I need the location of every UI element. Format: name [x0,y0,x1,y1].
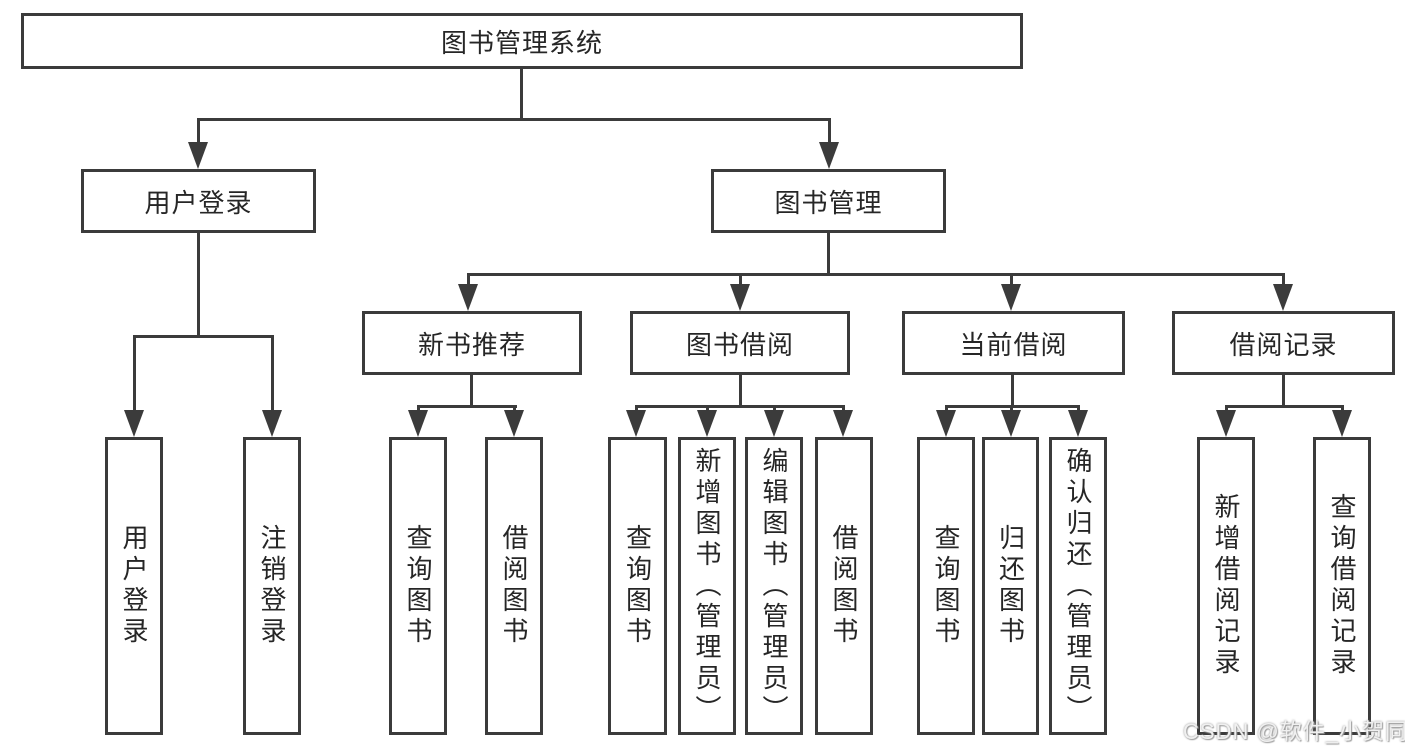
arrow-to-borrow-books-b [833,410,853,437]
connector-new-book-trunk [470,375,473,405]
arrow-to-confirm-return [1068,410,1088,437]
leaf-borrow-books-borrowing-label: 借阅图书 [829,524,859,648]
connector-drop-query-books-b [635,405,638,413]
leaf-add-borrow-record: 新增借阅记录 [1197,437,1255,735]
connector-drop-add-record [1225,405,1228,413]
connector-root-trunk [520,69,523,118]
arrow-to-borrow-books-a [504,410,524,437]
leaf-logout-login: 注销登录 [243,437,301,735]
leaf-query-books-borrowing: 查询图书 [608,437,667,735]
arrow-to-book-management [819,142,839,169]
node-library-system: 图书管理系统 [21,13,1023,69]
connector-drop-edit-books [773,405,776,413]
leaf-return-books: 归还图书 [982,437,1039,735]
arrow-to-book-borrowing [730,284,750,311]
connector-drop-book-borrowing [739,273,742,286]
node-new-book-recommendation-label: 新书推荐 [417,329,526,360]
connector-drop-query-books-a [417,405,420,413]
leaf-query-books-recommend-label: 查询图书 [403,524,433,648]
connector-drop-confirm-return [1077,405,1080,413]
connector-drop-query-record [1341,405,1344,413]
arrow-to-new-book [458,284,478,311]
node-library-system-label: 图书管理系统 [440,27,603,58]
connector-book-management-trunk [827,233,830,273]
leaf-logout-login-label: 注销登录 [257,524,287,648]
node-book-borrowing-label: 图书借阅 [685,329,794,360]
arrow-to-return-books [1001,410,1021,437]
leaf-query-books-current-label: 查询图书 [931,524,961,648]
connector-drop-new-book [467,273,470,286]
arrow-to-add-books [697,410,717,437]
arrow-to-query-books-b [626,410,646,437]
leaf-return-books-label: 归还图书 [995,524,1026,648]
leaf-user-login: 用户登录 [105,437,163,735]
node-borrowing-records-label: 借阅记录 [1229,329,1338,360]
node-book-management: 图书管理 [711,169,946,233]
connector-drop-query-books-c [945,405,948,413]
leaf-query-borrow-record-label: 查询借阅记录 [1327,493,1357,679]
arrow-to-current-borrowing [1001,284,1021,311]
leaf-query-books-current: 查询图书 [917,437,975,735]
connector-current-borrowing-trunk [1011,375,1014,405]
node-new-book-recommendation: 新书推荐 [362,311,582,375]
arrow-to-leaf-logout [262,410,282,437]
node-current-borrowing-label: 当前借阅 [959,329,1068,360]
connector-book-borrowing-branch [635,405,845,408]
leaf-add-books-admin-label: 新增图书（管理员） [692,446,722,726]
connector-borrowing-records-branch [1225,405,1344,408]
node-borrowing-records: 借阅记录 [1172,311,1395,375]
leaf-borrow-books-borrowing: 借阅图书 [815,437,873,735]
node-book-management-label: 图书管理 [774,187,883,218]
leaf-query-books-borrowing-label: 查询图书 [622,524,653,648]
node-current-borrowing: 当前借阅 [902,311,1125,375]
leaf-borrow-books-recommend: 借阅图书 [485,437,543,735]
arrow-to-query-books-c [936,410,956,437]
connector-drop-borrow-books-b [842,405,845,413]
connector-book-management-branch [467,273,1285,276]
leaf-query-books-recommend: 查询图书 [389,437,447,735]
node-user-login-label: 用户登录 [144,187,253,218]
connector-drop-borrow-books-a [513,405,516,413]
leaf-confirm-return-admin: 确认归还（管理员） [1049,437,1107,735]
leaf-user-login-label: 用户登录 [119,524,149,648]
connector-drop-book-management [828,118,831,144]
leaf-edit-books-admin-label: 编辑图书（管理员） [759,446,789,726]
arrow-to-borrowing-records [1273,284,1293,311]
connector-drop-borrowing-records [1282,273,1285,286]
leaf-query-borrow-record: 查询借阅记录 [1313,437,1371,735]
arrow-to-query-books-a [408,410,428,437]
leaf-confirm-return-admin-label: 确认归还（管理员） [1063,446,1093,726]
arrow-to-query-record [1332,410,1352,437]
node-user-login: 用户登录 [81,169,316,233]
connector-drop-user-login [197,118,200,144]
connector-borrowing-records-trunk [1282,375,1285,405]
leaf-add-borrow-record-label: 新增借阅记录 [1211,493,1241,679]
connector-drop-current-borrowing [1010,273,1013,286]
leaf-edit-books-admin: 编辑图书（管理员） [745,437,803,735]
leaf-add-books-admin: 新增图书（管理员） [678,437,736,735]
arrow-to-leaf-user-login [124,410,144,437]
connector-user-login-branch [133,335,274,338]
arrow-to-user-login [188,142,208,169]
connector-drop-leaf-logout [271,335,274,413]
watermark: CSDN @软件_小贺同学 [1183,719,1405,744]
connector-user-login-trunk [197,233,200,335]
node-book-borrowing: 图书借阅 [630,311,850,375]
arrow-to-edit-books [764,410,784,437]
connector-drop-add-books [706,405,709,413]
leaf-borrow-books-recommend-label: 借阅图书 [499,524,529,648]
connector-book-borrowing-trunk [739,375,742,405]
connector-drop-leaf-user-login [133,335,136,413]
connector-new-book-branch [417,405,517,408]
connector-root-branch [197,118,831,121]
arrow-to-add-record [1216,410,1236,437]
connector-drop-return-books [1010,405,1013,413]
